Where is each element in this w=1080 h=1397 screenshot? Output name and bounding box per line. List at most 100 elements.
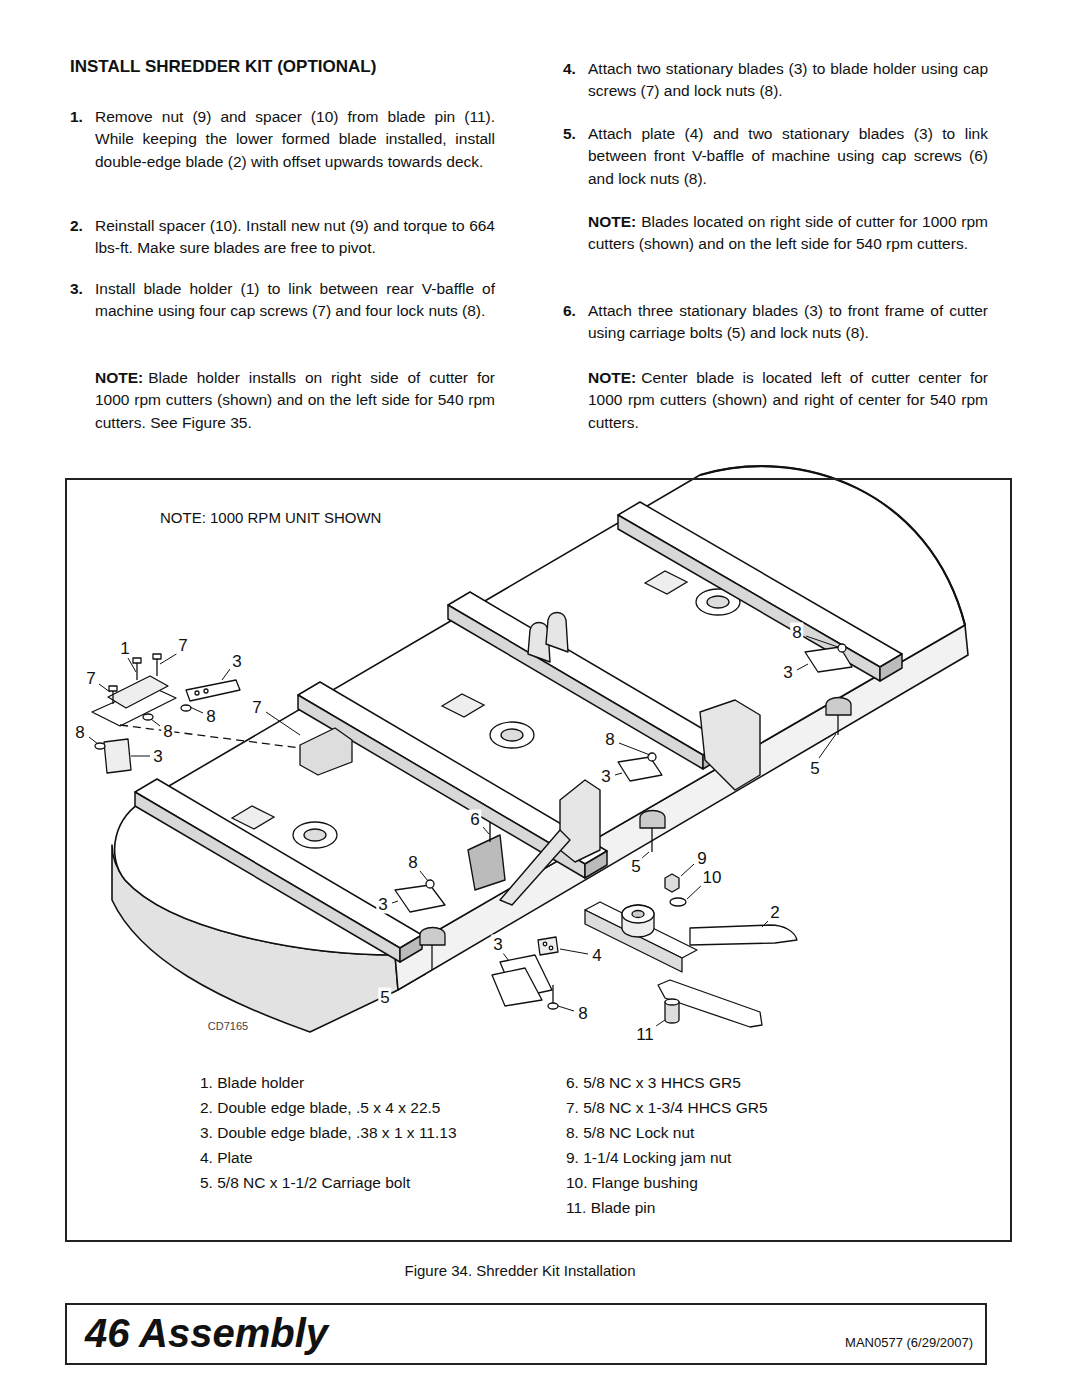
cross-beam [400, 935, 422, 962]
label-wrap: 8 [790, 623, 803, 642]
paragraph: NOTE:Blades located on right side of cut… [588, 211, 988, 256]
note-label: NOTE: [588, 369, 636, 386]
gearbox-opening [645, 571, 687, 594]
stationary-blade [420, 928, 445, 946]
cross-beam [135, 792, 400, 962]
leader-line [762, 921, 768, 927]
paragraph: 6.Attach three stationary blades (3) to … [563, 300, 988, 345]
callout-number: 7 [176, 636, 189, 655]
blade-carrier-detail [538, 937, 558, 955]
figure-note: NOTE: 1000 RPM UNIT SHOWN [160, 509, 1010, 527]
blade-holder-detail [181, 705, 191, 711]
callout-number: 3 [376, 895, 389, 914]
label-wrap: 5 [378, 988, 391, 1007]
gearbox-opening [293, 822, 337, 848]
stationary-blade [431, 945, 432, 970]
label-wrap: 1 [118, 639, 131, 658]
figure-caption: Figure 34. Shredder Kit Installation [65, 1262, 975, 1279]
cross-beam [618, 515, 880, 681]
callout-number: 8 [161, 722, 174, 741]
blade-holder-detail [195, 691, 199, 695]
label-wrap: 4 [590, 946, 603, 965]
stationary-blade [651, 828, 652, 852]
leader-line [420, 871, 428, 881]
leader-line [151, 719, 160, 726]
blade-holder-detail [112, 690, 113, 704]
callout-number: 4 [590, 946, 603, 965]
stationary-blade [826, 698, 851, 716]
callout-number: 5 [808, 759, 821, 778]
label-wrap: 3 [230, 652, 243, 671]
blade-holder-detail [108, 676, 168, 708]
parts-list-item: 6. 5/8 NC x 3 HHCS GR5 [566, 1074, 741, 1092]
label-wrap: 11. Blade pin [566, 1199, 655, 1217]
paragraph: NOTE:Blade holder installs on right side… [95, 367, 495, 434]
leader-line [503, 953, 509, 961]
cross-beam [135, 502, 902, 962]
hitch-bracket [500, 830, 570, 905]
paragraph: 5.Attach plate (4) and two stationary bl… [563, 123, 988, 190]
stationary-blade [837, 715, 838, 735]
label-wrap: CD7165 [206, 1017, 250, 1036]
callout-number: 9 [695, 849, 708, 868]
stationary-blade [426, 880, 434, 888]
leader-line [190, 707, 203, 713]
leader-line [797, 664, 808, 670]
callout-number: 8 [406, 853, 419, 872]
callout-number: 5 [629, 857, 642, 876]
callout-number: 8 [204, 707, 217, 726]
label-wrap: 1. Blade holder [200, 1074, 304, 1092]
step-number: 6. [563, 300, 588, 345]
cross-beam [448, 605, 703, 769]
cross-beam [880, 654, 902, 681]
blade-carrier-detail [632, 911, 644, 918]
gearbox-opening [232, 806, 274, 829]
parts-list-item: 9. 1-1/4 Locking jam nut [566, 1149, 731, 1167]
leader-line [394, 974, 426, 992]
deck [115, 466, 965, 955]
parts-list-item: 1. Blade holder [200, 1074, 304, 1092]
blade-holder-detail [300, 728, 352, 775]
blade-holder-detail [136, 662, 137, 680]
note-label: NOTE: [95, 369, 143, 386]
label-wrap: 8. 5/8 NC Lock nut [566, 1124, 694, 1142]
callout-number: 3 [781, 663, 794, 682]
cross-beam [618, 502, 902, 667]
label-wrap: 8 [406, 853, 419, 872]
blade-carrier-detail [549, 946, 553, 950]
label-wrap: 7 [176, 636, 189, 655]
paragraph: 2.Reinstall spacer (10). Install new nut… [70, 215, 495, 260]
callout-number: 2 [768, 903, 781, 922]
blade-carrier-detail [492, 968, 542, 1006]
leader-line [560, 949, 588, 954]
label-wrap: 8 [161, 722, 174, 741]
label-wrap: 2 [768, 903, 781, 922]
stationary-blade [838, 644, 846, 652]
blade-carrier-detail [665, 874, 679, 892]
parts-list-item: 7. 5/8 NC x 1-3/4 HHCS GR5 [566, 1099, 768, 1117]
blade-carrier-detail [492, 874, 797, 1027]
blade-carrier-detail [670, 898, 686, 906]
page-heading: 46 Assembly [85, 1309, 328, 1357]
step-number: 1. [70, 106, 95, 173]
blade-carrier-detail [622, 905, 654, 923]
leader-line [266, 712, 300, 735]
note-text: Blades located on right side of cutter f… [588, 213, 988, 252]
callout-number: 10 [701, 868, 724, 887]
hitch-bracket [560, 780, 600, 862]
callout-number: 8 [790, 623, 803, 642]
leader-line [642, 852, 649, 858]
callout-number: 1 [118, 639, 131, 658]
leader-line [392, 901, 398, 903]
callout-number: 7 [84, 669, 97, 688]
label-wrap: 3 [599, 767, 612, 786]
label-wrap: 3. Double edge blade, .38 x 1 x 11.13 [200, 1124, 457, 1142]
blade-holder-detail [109, 686, 117, 691]
callout-number: 11 [634, 1025, 656, 1044]
callout-number: 6 [468, 810, 481, 829]
blade-carrier-detail [543, 942, 547, 946]
leader-line [558, 1006, 574, 1011]
label-wrap: 3 [151, 747, 164, 766]
label-wrap: 6 [468, 810, 481, 829]
